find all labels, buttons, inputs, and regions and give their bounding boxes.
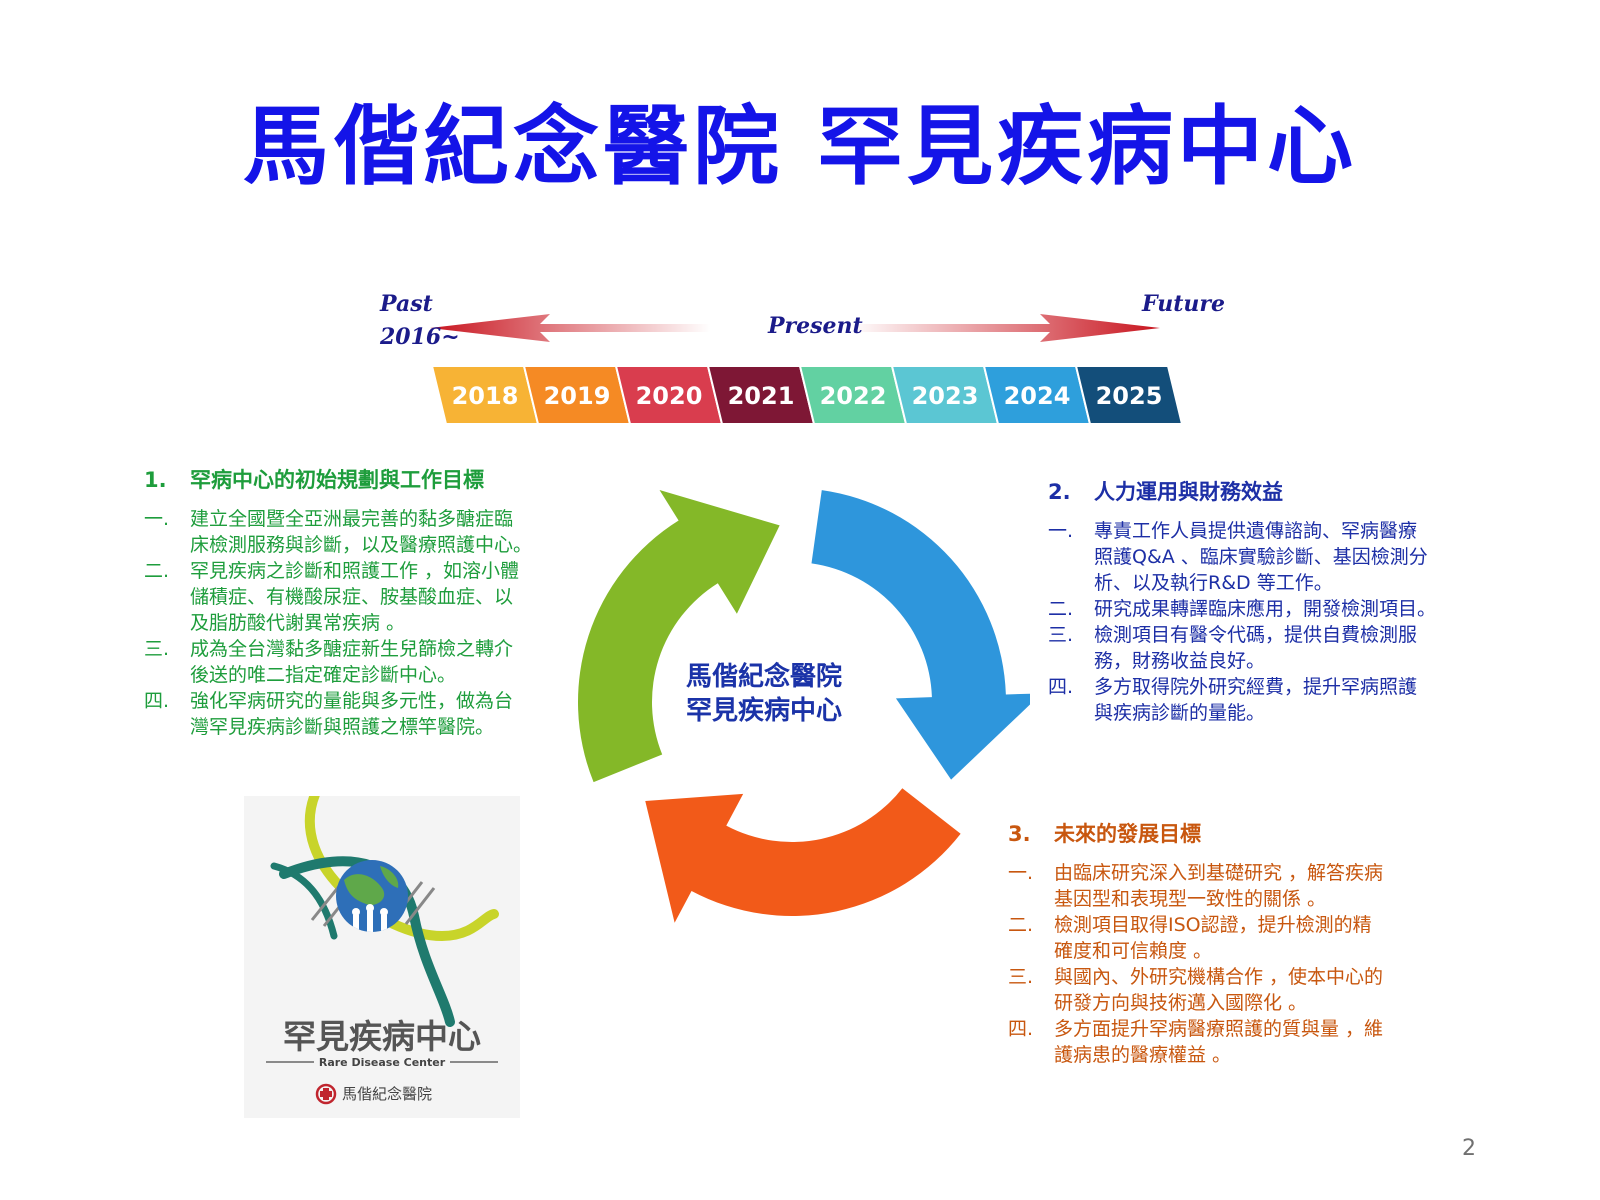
timeline-year-2018: 2018 [430,365,540,425]
rare-disease-center-logo: 罕見疾病中心 Rare Disease Center 馬偕紀念醫院 [244,796,520,1118]
cycle-arrow-blue [811,490,1030,780]
arrow-right-future [850,314,1160,342]
section-2-list: 一.專責工作人員提供遺傳諮詢、罕病醫療照護Q&A 、臨床實驗診斷、基因檢測分析、… [1048,518,1508,726]
timeline-past-label: Past [380,291,433,317]
hospital-cross-icon [315,1083,337,1105]
section-2: 2. 人力運用與財務效益 一.專責工作人員提供遺傳諮詢、罕病醫療照護Q&A 、臨床… [1048,476,1508,726]
list-item: 二.研究成果轉譯臨床應用，開發檢測項目。 [1048,598,1437,620]
list-item: 二.罕見疾病之診斷和照護工作 ，如溶小體儲積症、有機酸尿症、胺基酸血症、以及脂肪… [144,560,520,634]
timeline-year-label: 2019 [544,382,611,410]
cycle-arrow-orange [645,788,961,923]
section-3-heading: 3. 未來的發展目標 [1008,818,1448,848]
list-item: 三.與國內、外研究機構合作 ，使本中心的研發方向與技術邁入國際化 。 [1008,966,1384,1014]
section-2-title: 人力運用與財務效益 [1094,480,1283,504]
timeline-present-label: Present [768,313,863,339]
section-1-list: 一.建立全國暨全亞洲最完善的黏多醣症臨床檢測服務與診斷，以及醫療照護中心。 二.… [144,506,564,740]
section-3-number: 3. [1008,822,1031,846]
logo-name-zh: 罕見疾病中心 [283,1017,481,1056]
section-2-heading: 2. 人力運用與財務效益 [1048,476,1508,506]
page-number: 2 [1462,1136,1476,1161]
timeline-year-2023: 2023 [890,365,1000,425]
list-item: 一.專責工作人員提供遺傳諮詢、罕病醫療照護Q&A 、臨床實驗診斷、基因檢測分析、… [1048,520,1428,594]
timeline-year-label: 2024 [1004,382,1071,410]
cycle-arrow-green [578,489,780,783]
section-3: 3. 未來的發展目標 一.由臨床研究深入到基礎研究 ，解答疾病基因型和表現型一致性… [1008,818,1448,1068]
timeline-year-2024: 2024 [982,365,1092,425]
timeline-future-label: Future [1142,291,1225,317]
list-item: 四.多方取得院外研究經費，提升罕病照護與疾病診斷的量能。 [1048,676,1418,724]
logo-name-en: Rare Disease Center [319,1056,446,1069]
cycle-center-line2: 罕見疾病中心 [686,696,843,726]
cycle-diagram [578,489,1030,923]
list-item: 一.建立全國暨全亞洲最完善的黏多醣症臨床檢測服務與診斷，以及醫療照護中心。 [144,508,533,556]
logo-graphic: 罕見疾病中心 Rare Disease Center 馬偕紀念醫院 [266,796,499,1105]
page-title: 馬偕紀念醫院 罕見疾病中心 [243,97,1357,197]
timeline-year-2025: 2025 [1074,365,1184,425]
list-item: 三.成為全台灣黏多醣症新生兒篩檢之轉介後送的唯二指定確定診斷中心。 [144,638,514,686]
timeline-year-label: 2020 [636,382,703,410]
list-item: 三.檢測項目有醫令代碼，提供自費檢測服務，財務收益良好。 [1048,624,1418,672]
timeline-year-2020: 2020 [614,365,724,425]
cycle-center-label: 馬偕紀念醫院 罕見疾病中心 [686,660,886,728]
timeline-year-2021: 2021 [706,365,816,425]
timeline-year-label: 2021 [728,382,795,410]
timeline-year-2022: 2022 [798,365,908,425]
timeline-year-label: 2025 [1096,382,1163,410]
timeline-arrows [430,314,1160,342]
timeline-year-label: 2023 [912,382,979,410]
section-3-list: 一.由臨床研究深入到基礎研究 ，解答疾病基因型和表現型一致性的關係 。 二.檢測… [1008,860,1448,1068]
timeline-year-label: 2022 [820,382,887,410]
cycle-center-line1: 馬偕紀念醫院 [686,662,843,692]
list-item: 二.檢測項目取得ISO認證，提升檢測的精確度和可信賴度 。 [1008,914,1372,962]
timeline-year-2019: 2019 [522,365,632,425]
timeline-year-band: 2018 2019 2020 2021 2022 2023 2024 2025 [430,365,1184,425]
arrow-left-past [430,314,710,342]
section-1: 1. 罕病中心的初始規劃與工作目標 一.建立全國暨全亞洲最完善的黏多醣症臨床檢測服… [144,464,564,740]
list-item: 四.強化罕病研究的量能與多元性，做為台灣罕見疾病診斷與照護之標竿醫院。 [144,690,514,738]
section-1-heading: 1. 罕病中心的初始規劃與工作目標 [144,464,564,494]
section-3-title: 未來的發展目標 [1054,822,1201,846]
section-2-number: 2. [1048,480,1071,504]
section-1-number: 1. [144,468,167,492]
list-item: 一.由臨床研究深入到基礎研究 ，解答疾病基因型和表現型一致性的關係 。 [1008,862,1384,910]
logo-hospital-name: 馬偕紀念醫院 [342,1085,432,1103]
section-1-title: 罕病中心的初始規劃與工作目標 [190,468,484,492]
timeline-year-label: 2018 [452,382,519,410]
list-item: 四.多方面提升罕病醫療照護的質與量 ，維護病患的醫療權益 。 [1008,1018,1384,1066]
timeline-past-year: 2016~ [380,324,460,350]
